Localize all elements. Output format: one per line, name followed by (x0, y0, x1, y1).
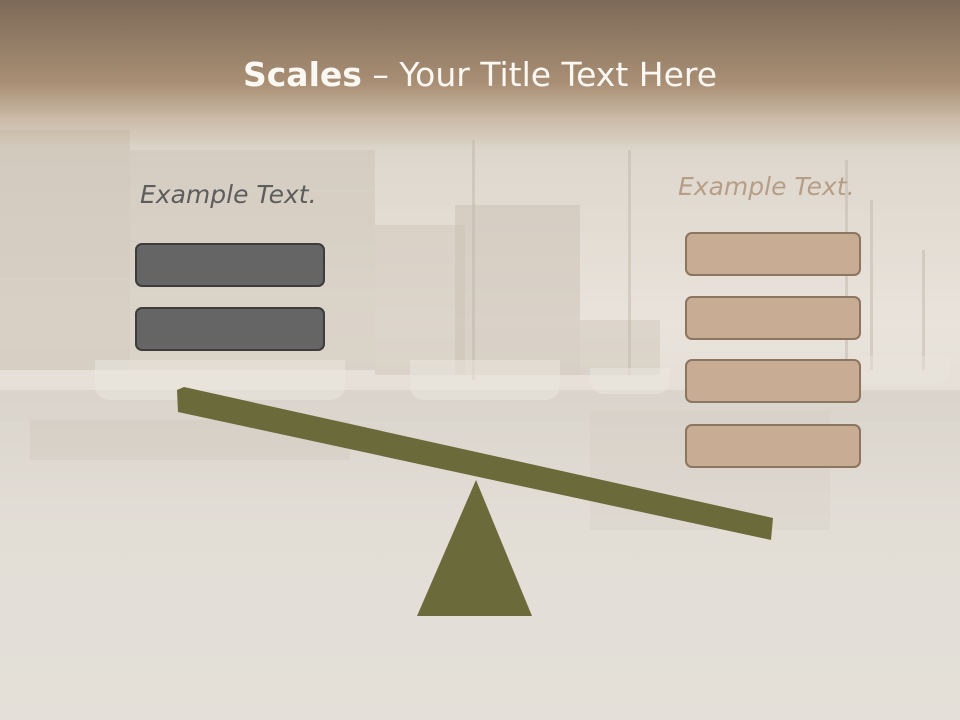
right-box-4 (685, 424, 861, 468)
right-example-text: Example Text. (678, 172, 855, 201)
left-example-text: Example Text. (140, 180, 317, 209)
mast (870, 200, 873, 370)
building-right (455, 205, 580, 375)
scale-fulcrum (417, 480, 532, 616)
boat (590, 368, 670, 394)
mast (472, 140, 475, 380)
left-box-1 (135, 243, 325, 287)
boat (95, 360, 345, 400)
mast (628, 150, 631, 375)
right-box-2 (685, 296, 861, 340)
title-rest: – Your Title Text Here (361, 55, 718, 94)
slide-title: Scales – Your Title Text Here (0, 55, 960, 94)
boat (410, 360, 560, 400)
building-left (0, 130, 130, 370)
mast (922, 250, 925, 370)
right-box-3 (685, 359, 861, 403)
right-box-1 (685, 232, 861, 276)
building-center (375, 225, 465, 375)
left-box-2 (135, 307, 325, 351)
boat (855, 356, 950, 384)
building-far (580, 320, 660, 375)
scale-beam (177, 387, 773, 540)
title-bold: Scales (242, 55, 362, 94)
title-bar (0, 0, 960, 150)
